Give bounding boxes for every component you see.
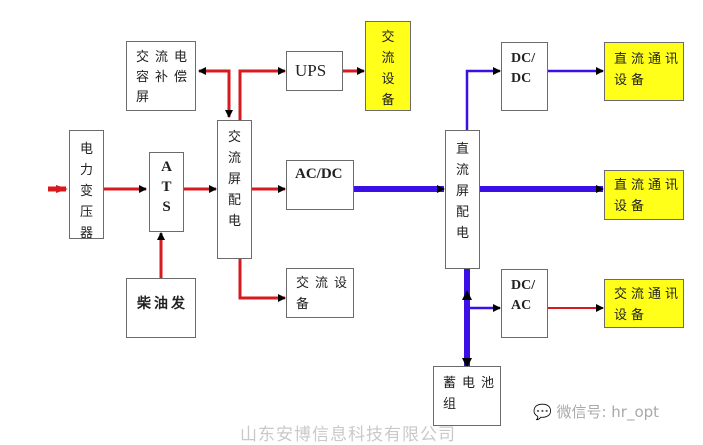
- node-ac-comm[interactable]: 交流通讯 设备: [604, 279, 684, 328]
- node-dc-comm-mid-line: 直流通讯: [614, 178, 683, 193]
- node-dcac-line: DC/: [511, 278, 536, 293]
- node-ats[interactable]: A T S: [149, 152, 184, 232]
- node-dc-distribution-char: 配: [455, 205, 469, 220]
- edge-acdist-acequip-bottom: [238, 258, 286, 302]
- node-dcdc-line: DC/: [511, 51, 536, 66]
- node-dc-distribution-char: 直: [455, 142, 469, 157]
- node-ac-equipment-top[interactable]: 交 流 设 备: [365, 21, 411, 111]
- node-battery[interactable]: 蓄电池 组: [433, 366, 501, 426]
- battery-arrow-up: [462, 290, 472, 300]
- node-ac-distribution-char: 配: [227, 193, 241, 208]
- node-dcac-line: AC: [511, 298, 532, 313]
- node-ac-distribution[interactable]: 交 流 屏 配 电: [217, 120, 252, 259]
- node-dc-comm-mid-line: 设备: [614, 199, 649, 214]
- node-dc-distribution-char: 流: [455, 163, 469, 178]
- node-transformer-char: 变: [79, 184, 93, 199]
- node-ac-equipment-top-char: 备: [381, 93, 395, 108]
- node-acdc-label: AC/DC: [295, 166, 343, 182]
- node-diesel[interactable]: 柴油发: [126, 278, 196, 338]
- node-transformer-char: 压: [79, 205, 93, 220]
- node-dc-comm-mid[interactable]: 直流通讯 设备: [604, 170, 684, 220]
- node-ats-char: S: [162, 199, 171, 215]
- battery-arrow-down: [462, 358, 472, 368]
- node-ac-equipment-top-char: 交: [381, 30, 395, 45]
- node-ac-distribution-char: 屏: [227, 172, 241, 187]
- node-ats-char: T: [161, 179, 172, 195]
- node-dc-comm-top[interactable]: 直流通讯 设备: [604, 42, 684, 101]
- node-battery-line: 组: [443, 397, 463, 412]
- node-transformer[interactable]: 电 力 变 压 器: [69, 130, 104, 241]
- node-transformer-char: 力: [79, 163, 93, 178]
- node-battery-line: 蓄电池: [443, 376, 501, 391]
- node-dc-distribution-char: 电: [455, 226, 469, 241]
- node-ac-equipment-top-char: 流: [381, 51, 395, 66]
- node-ups-label: UPS: [295, 61, 327, 80]
- node-dcdc[interactable]: DC/ DC: [501, 42, 548, 111]
- node-dc-comm-top-line: 设备: [614, 73, 649, 88]
- node-ac-comm-line: 设备: [614, 308, 649, 323]
- edge-input-arrow: [56, 185, 68, 193]
- node-ac-compensation-line: 交流电: [136, 50, 194, 65]
- node-ac-comm-line: 交流通讯: [614, 287, 683, 302]
- node-dc-comm-top-line: 直流通讯: [614, 52, 683, 67]
- edge-dcdist-dcdc: [465, 67, 501, 130]
- wechat-label: 微信号: hr_opt: [556, 403, 660, 421]
- edge-acdist-ups: [238, 67, 286, 120]
- node-dcdc-line: DC: [511, 71, 532, 86]
- node-ac-compensation-line: 容补偿: [136, 70, 194, 85]
- edge-acdist-compensation: [198, 67, 231, 117]
- node-ac-compensation-line: 屏: [136, 90, 156, 105]
- node-acdc[interactable]: AC/DC: [286, 160, 354, 210]
- node-diesel-label: 柴油发: [137, 296, 188, 312]
- node-transformer-char: 电: [79, 142, 93, 157]
- node-ats-char: A: [161, 159, 172, 175]
- node-ac-distribution-char: 电: [227, 214, 241, 229]
- wechat-icon: 💬: [533, 403, 552, 421]
- dc-lines: [353, 67, 604, 368]
- node-ac-distribution-char: 流: [227, 151, 241, 166]
- company-watermark: 山东安博信息科技有限公司: [240, 425, 456, 445]
- node-ac-distribution-char: 交: [227, 130, 241, 145]
- wechat-watermark: 💬 微信号: hr_opt: [533, 401, 659, 422]
- ac-lines: [48, 67, 604, 312]
- node-ac-equipment-bottom[interactable]: 交流设 备: [286, 268, 354, 318]
- node-dc-distribution[interactable]: 直 流 屏 配 电: [445, 130, 480, 269]
- node-ac-equipment-bottom-line: 交流设: [296, 276, 354, 291]
- node-ac-equipment-bottom-line: 备: [296, 297, 316, 312]
- node-dcac[interactable]: DC/ AC: [501, 269, 548, 338]
- node-transformer-char: 器: [79, 226, 93, 241]
- node-dc-distribution-char: 屏: [455, 184, 469, 199]
- node-ups[interactable]: UPS: [286, 51, 343, 91]
- node-ac-compensation[interactable]: 交流电 容补偿 屏: [126, 41, 196, 111]
- node-ac-equipment-top-char: 设: [381, 72, 395, 87]
